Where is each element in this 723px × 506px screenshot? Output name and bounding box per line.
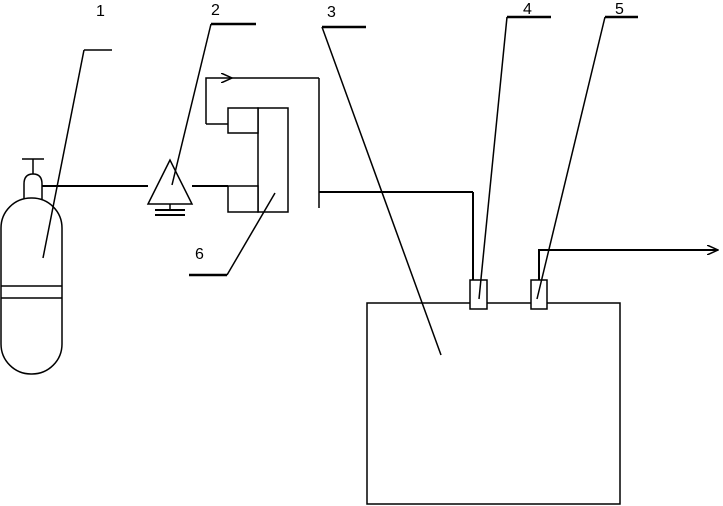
label-1: 1: [96, 3, 105, 20]
pressure-regulator: [146, 158, 194, 216]
leader-6-line: [226, 192, 276, 276]
leader-1-line: [42, 49, 85, 259]
label-3: 3: [327, 4, 336, 21]
leader-4-line: [478, 16, 508, 300]
distribution-block: [227, 107, 289, 213]
inlet-fitting: [469, 279, 488, 310]
label-4: 4: [523, 1, 532, 18]
block-upper-port: [227, 107, 259, 134]
leader-5-line: [536, 16, 606, 300]
outlet-fitting: [530, 279, 548, 310]
regulator-triangle: [146, 158, 194, 205]
leader-3-line: [321, 26, 442, 356]
leader-2-line: [171, 23, 212, 186]
return-line-arrow: [205, 78, 232, 124]
block-main-body: [257, 107, 289, 213]
exhaust-line-arrow: [538, 250, 718, 280]
label-6: 6: [195, 246, 204, 263]
gas-cylinder: [0, 158, 63, 375]
label-5: 5: [615, 1, 624, 18]
block-lower-port: [227, 185, 259, 213]
cylinder-valve-body: [23, 173, 43, 201]
label-2: 2: [211, 2, 220, 19]
chamber: [366, 302, 621, 505]
